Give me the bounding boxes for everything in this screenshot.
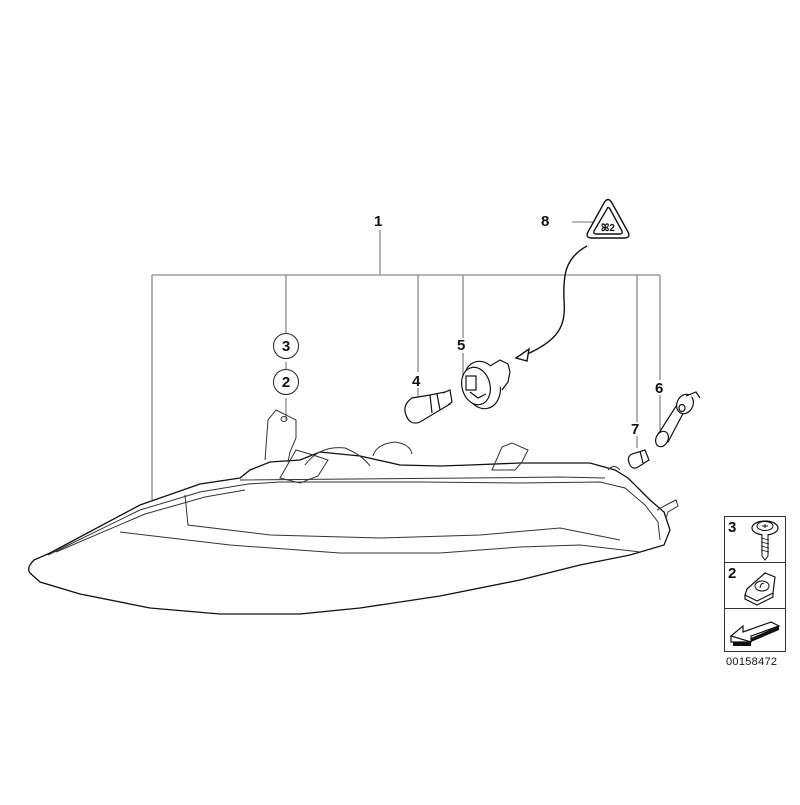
callout-6: 6 <box>655 380 664 397</box>
lamp-housing <box>28 451 671 615</box>
callout-1: 1 <box>374 213 383 230</box>
svg-text:ꕤ2: ꕤ2 <box>601 222 615 234</box>
wedge-bulb-icon <box>627 449 650 469</box>
callout-3-label: 3 <box>281 337 291 355</box>
bulb-socket-icon <box>461 359 511 410</box>
legend-row-clip-nut: 2 <box>725 563 785 609</box>
curved-arrow <box>514 245 588 362</box>
warning-triangle-icon: ꕤ2 <box>586 198 630 239</box>
bulb-icon <box>404 389 453 424</box>
callout-5: 5 <box>457 337 466 354</box>
screw-icon <box>751 520 779 561</box>
callout-bracket <box>151 221 661 500</box>
legend-row-arrow <box>725 609 785 651</box>
legend-num-2: 2 <box>728 565 737 582</box>
direction-arrow-icon <box>729 621 781 646</box>
callout-3-circled: 3 <box>273 333 299 359</box>
legend-row-screw: 3 <box>725 517 785 563</box>
diagram-reference-number: 00158472 <box>726 656 778 668</box>
callout-2-label: 2 <box>281 373 291 391</box>
clip-nut-icon <box>744 572 776 606</box>
hardware-legend: 3 2 <box>724 516 786 652</box>
bulb-holder-icon <box>654 391 701 448</box>
callout-8: 8 <box>541 213 550 230</box>
callout-7: 7 <box>631 421 640 438</box>
legend-num-3: 3 <box>728 519 737 536</box>
callout-2-circled: 2 <box>273 369 299 395</box>
lamp-housing-details <box>47 409 679 556</box>
callout-4: 4 <box>412 373 421 390</box>
